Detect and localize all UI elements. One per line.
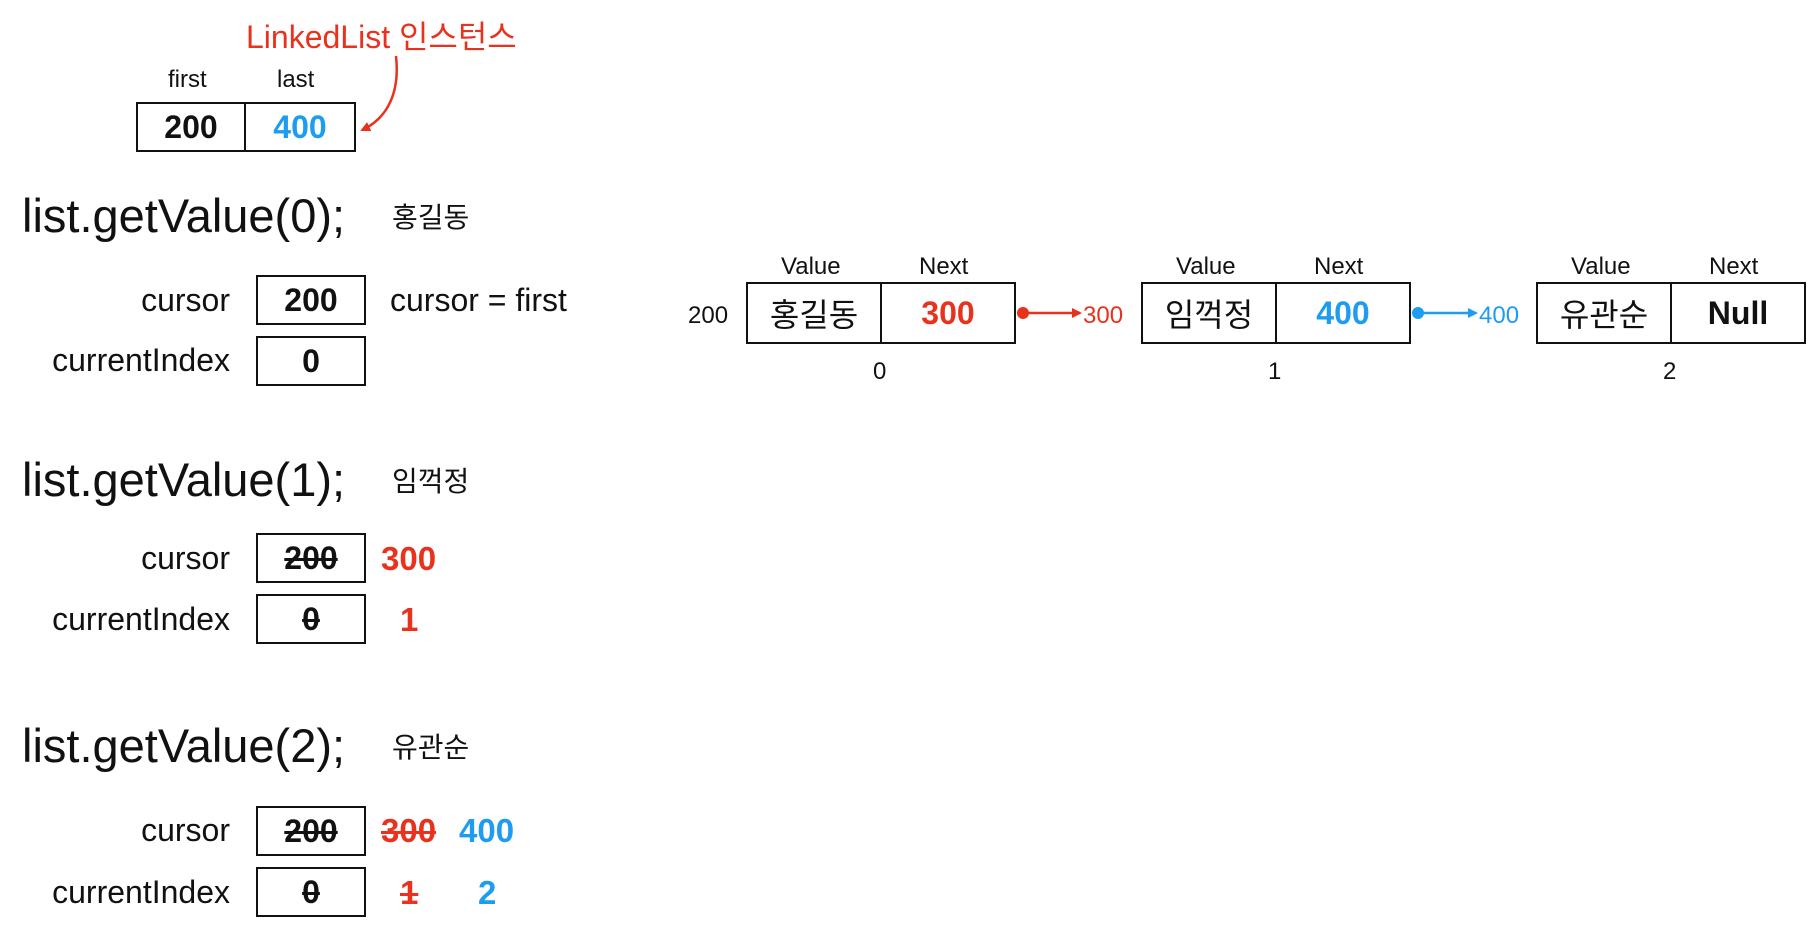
step-2-cursor-label: cursor xyxy=(141,812,230,848)
node-1-value: 임꺽정 xyxy=(1143,284,1277,342)
step-1-call: list.getValue(1); xyxy=(22,453,346,506)
step-2-index-update-1: 2 xyxy=(478,874,497,911)
node-1-next-header: Next xyxy=(1314,253,1364,280)
step-2-index-label: currentIndex xyxy=(52,874,230,910)
node-2-value: 유관순 xyxy=(1538,284,1672,342)
step-1-cursor-update-0: 300 xyxy=(381,540,437,577)
step-2-index-box: 0 xyxy=(256,867,366,917)
step-2-call: list.getValue(2); xyxy=(22,719,346,772)
node-2-next-header: Next xyxy=(1709,253,1759,280)
step-0-result: 홍길동 xyxy=(392,202,470,233)
step-2-index-update-0: 1 xyxy=(400,874,419,911)
step-1-index-box: 0 xyxy=(256,594,366,644)
node-0: 홍길동 300 xyxy=(746,282,1016,344)
step-2-result: 유관순 xyxy=(392,732,470,763)
node-2-index: 2 xyxy=(1663,358,1677,385)
first-header: first xyxy=(168,66,207,93)
step-2-cursor-update-1: 400 xyxy=(459,812,515,849)
last-header: last xyxy=(277,66,315,93)
step-2-cursor-value: 200 xyxy=(284,812,338,849)
last-cell: 400 xyxy=(273,108,327,145)
step-1-cursor-box: 200 xyxy=(256,533,366,583)
instance-box: 200 400 xyxy=(136,102,356,152)
step-2-cursor-box: 200 xyxy=(256,806,366,856)
step-2-index-value: 0 xyxy=(302,873,320,910)
node-1: 임꺽정 400 xyxy=(1141,282,1411,344)
step-0-call: list.getValue(0); xyxy=(22,189,346,242)
step-0-cursor-value: 200 xyxy=(284,281,338,318)
step-0-index-box: 0 xyxy=(256,336,366,386)
step-0-cursor-box: 200 xyxy=(256,275,366,325)
node-0-address: 200 xyxy=(688,302,729,329)
node-1-index: 1 xyxy=(1268,358,1282,385)
node-1-link-dot xyxy=(1412,307,1424,319)
node-2-address: 400 xyxy=(1479,302,1520,329)
node-0-value-header: Value xyxy=(781,253,841,280)
instance-pointer-arrow xyxy=(360,55,398,132)
node-1-next: 400 xyxy=(1316,294,1370,331)
step-0-cursor-label: cursor xyxy=(141,282,230,318)
node-2-value-header: Value xyxy=(1571,253,1631,280)
node-0-value: 홍길동 xyxy=(748,284,882,342)
node-1-address: 300 xyxy=(1083,302,1124,329)
node-0-next-header: Next xyxy=(919,253,969,280)
node-2: 유관순 Null xyxy=(1536,282,1806,344)
step-1-index-label: currentIndex xyxy=(52,601,230,637)
node-0-next: 300 xyxy=(921,294,975,331)
node-1-value-header: Value xyxy=(1176,253,1236,280)
step-1-index-update-0: 1 xyxy=(400,601,419,638)
step-2-cursor-update-0: 300 xyxy=(381,812,437,849)
step-1-result: 임꺽정 xyxy=(392,466,470,497)
instance-label: LinkedList 인스턴스 xyxy=(246,19,517,55)
node-0-link-dot xyxy=(1017,307,1029,319)
first-cell: 200 xyxy=(138,104,246,150)
step-1-cursor-value: 200 xyxy=(284,539,338,576)
node-2-next: Null xyxy=(1707,294,1769,331)
step-0-index-value: 0 xyxy=(302,342,320,379)
node-0-index: 0 xyxy=(873,358,887,385)
step-0-index-label: currentIndex xyxy=(52,342,230,378)
step-0-cursor-note: cursor = first xyxy=(390,282,567,318)
step-1-index-value: 0 xyxy=(302,600,320,637)
step-1-cursor-label: cursor xyxy=(141,540,230,576)
